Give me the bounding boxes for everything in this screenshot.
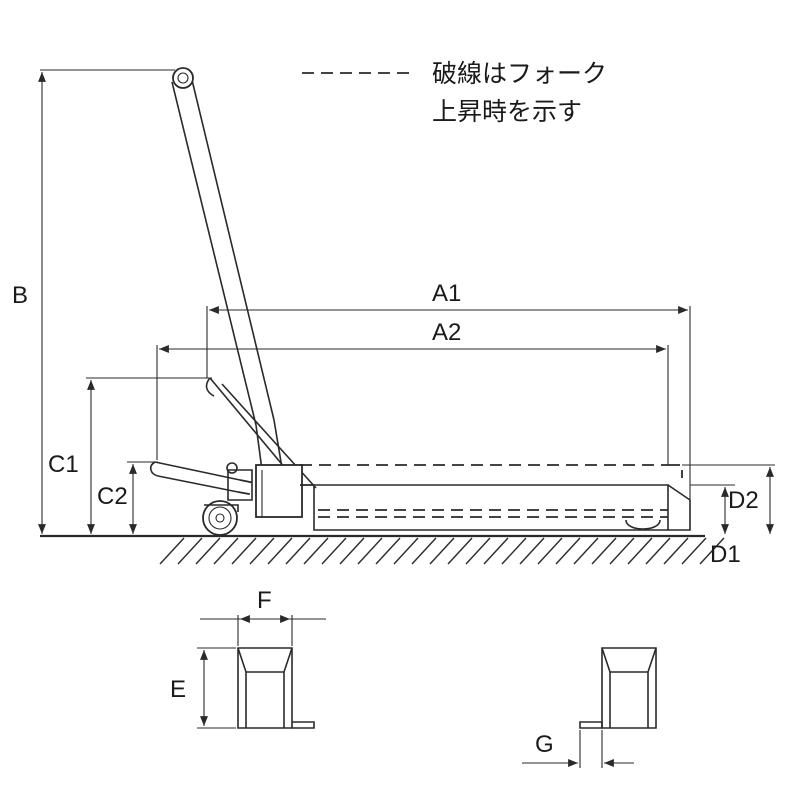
hatch-line (177, 537, 203, 565)
hatch-line (627, 537, 653, 565)
pump-body (255, 464, 303, 518)
ground-hatching (159, 537, 725, 565)
hatch-line (681, 537, 707, 565)
hatch-line (213, 537, 239, 565)
hatch-line (663, 537, 689, 565)
label-B: B (12, 282, 28, 309)
fork-raised (300, 464, 683, 518)
label-C2: C2 (97, 483, 128, 510)
fork-section-right: G (522, 647, 657, 768)
hatch-line (375, 537, 401, 565)
pump-housing (255, 464, 303, 518)
dimension-A1: A1 (206, 280, 691, 500)
label-D1: D1 (710, 541, 741, 568)
hatch-line (573, 537, 599, 565)
hatch-line (519, 537, 545, 565)
dimension-C1: C1 (48, 377, 212, 534)
hatch-line (537, 537, 563, 565)
ground (40, 534, 725, 565)
hatch-line (411, 537, 437, 565)
dimension-C2: C2 (97, 461, 158, 534)
hatch-line (699, 537, 725, 565)
fork-lowered (300, 484, 691, 531)
hatch-line (159, 537, 185, 565)
hatch-line (321, 537, 347, 565)
hatch-line (429, 537, 455, 565)
label-E: E (170, 676, 186, 703)
dimension-B: B (12, 69, 175, 534)
hatch-line (555, 537, 581, 565)
dimension-A2: A2 (156, 319, 669, 465)
hatch-line (285, 537, 311, 565)
hatch-line (447, 537, 473, 565)
hatch-line (393, 537, 419, 565)
handle-grip-icon (172, 67, 194, 89)
hatch-line (465, 537, 491, 565)
hatch-line (357, 537, 383, 565)
dimension-D1: D1 (710, 541, 741, 568)
handle (171, 67, 283, 471)
label-D2: D2 (728, 487, 759, 514)
legend-line-2: 上昇時を示す (432, 97, 582, 126)
hatch-line (591, 537, 617, 565)
label-F: F (257, 587, 272, 614)
hatch-line (249, 537, 275, 565)
label-A1: A1 (432, 280, 461, 307)
steering-wheel (202, 462, 253, 536)
hatch-line (231, 537, 257, 565)
wheel-icon (202, 500, 238, 536)
hatch-line (645, 537, 671, 565)
legend-line-1: 破線はフォーク (432, 59, 607, 88)
hatch-line (501, 537, 527, 565)
hatch-line (609, 537, 635, 565)
fork-section-left: F E (170, 587, 326, 729)
label-A2: A2 (432, 319, 461, 346)
hatch-line (483, 537, 509, 565)
legend: 破線はフォーク 上昇時を示す (302, 59, 607, 126)
label-C1: C1 (48, 451, 79, 478)
label-G: G (535, 731, 554, 758)
hatch-line (195, 537, 221, 565)
dimension-D2: D2 (682, 464, 775, 534)
hatch-line (339, 537, 365, 565)
hatch-line (303, 537, 329, 565)
hatch-line (267, 537, 293, 565)
